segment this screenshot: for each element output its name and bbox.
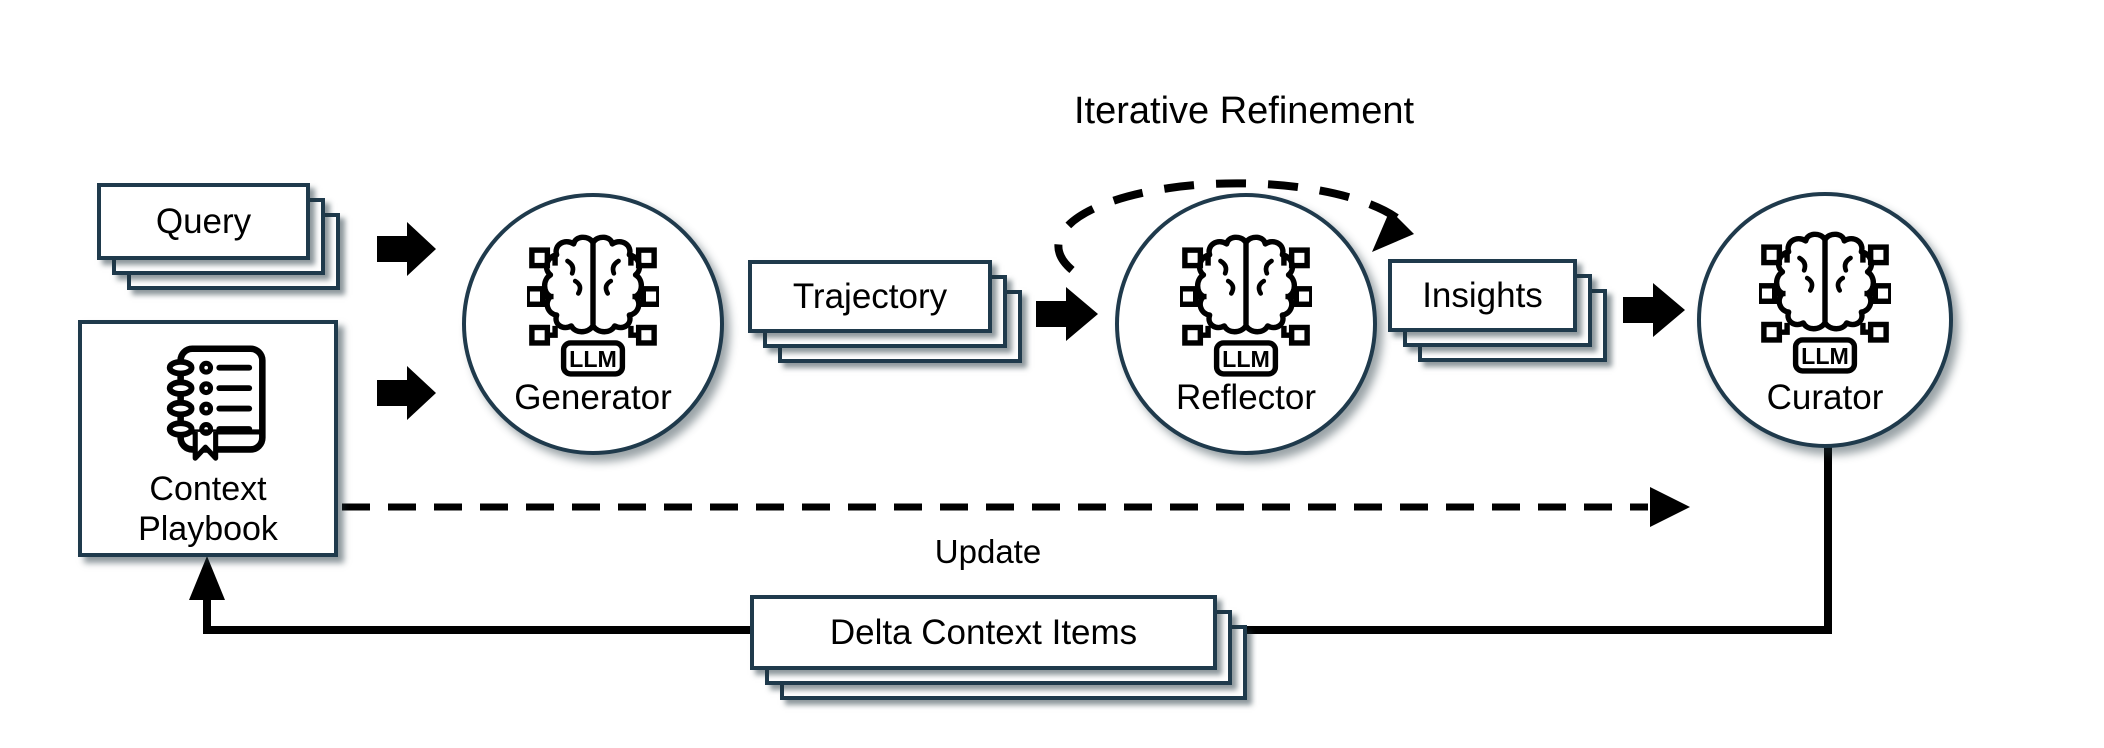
llm-brain-icon: LLM [1759,231,1891,374]
insights-label: Insights [1422,275,1543,315]
curator-label: Curator [1766,378,1884,417]
context-playbook-label-line2: Playbook [138,510,278,548]
llm-brain-icon: LLM [527,234,659,377]
delta-context-items-node: Delta Context Items [750,595,1247,700]
iterative-refinement-loop-line [1054,179,1405,274]
llm-badge-label: LLM [569,346,617,372]
insights-node: Insights [1388,259,1607,362]
loop-arrowhead-icon [1372,210,1414,252]
trajectory-node: Trajectory [748,260,1022,363]
stack-front: Trajectory [748,260,992,333]
stack-front: Insights [1388,259,1577,332]
iterative-refinement-label: Iterative Refinement [1073,90,1415,132]
query-to-generator-arrow-icon [377,222,436,276]
context-playbook-label: Context Playbook [82,469,334,549]
llm-brain-icon: LLM [1180,234,1312,377]
curator-node: LLM Curator [1697,192,1953,448]
delta-context-items-label: Delta Context Items [829,612,1138,652]
stack-front: Query [97,183,310,260]
trajectory-label: Trajectory [792,276,948,316]
update-arrowhead-icon [1650,487,1690,527]
generator-label: Generator [514,378,672,417]
context-playbook-label-line1: Context [149,470,267,508]
llm-badge-label: LLM [1801,343,1849,369]
return-arrowhead-icon [189,556,225,600]
generator-node: LLM Generator [462,193,724,455]
reflector-label: Reflector [1175,378,1317,417]
query-label: Query [155,201,252,241]
query-node: Query [97,183,340,290]
playbook-to-generator-arrow-icon [377,366,436,420]
context-playbook-node: Context Playbook [78,320,338,557]
notebook-icon [166,345,266,461]
reflector-node: LLM Reflector [1115,193,1377,455]
update-label: Update [934,533,1042,570]
trajectory-to-reflector-arrow-icon [1036,287,1098,341]
llm-badge-label: LLM [1222,346,1270,372]
insights-to-curator-arrow-icon [1623,283,1685,337]
stack-front: Delta Context Items [750,595,1217,670]
